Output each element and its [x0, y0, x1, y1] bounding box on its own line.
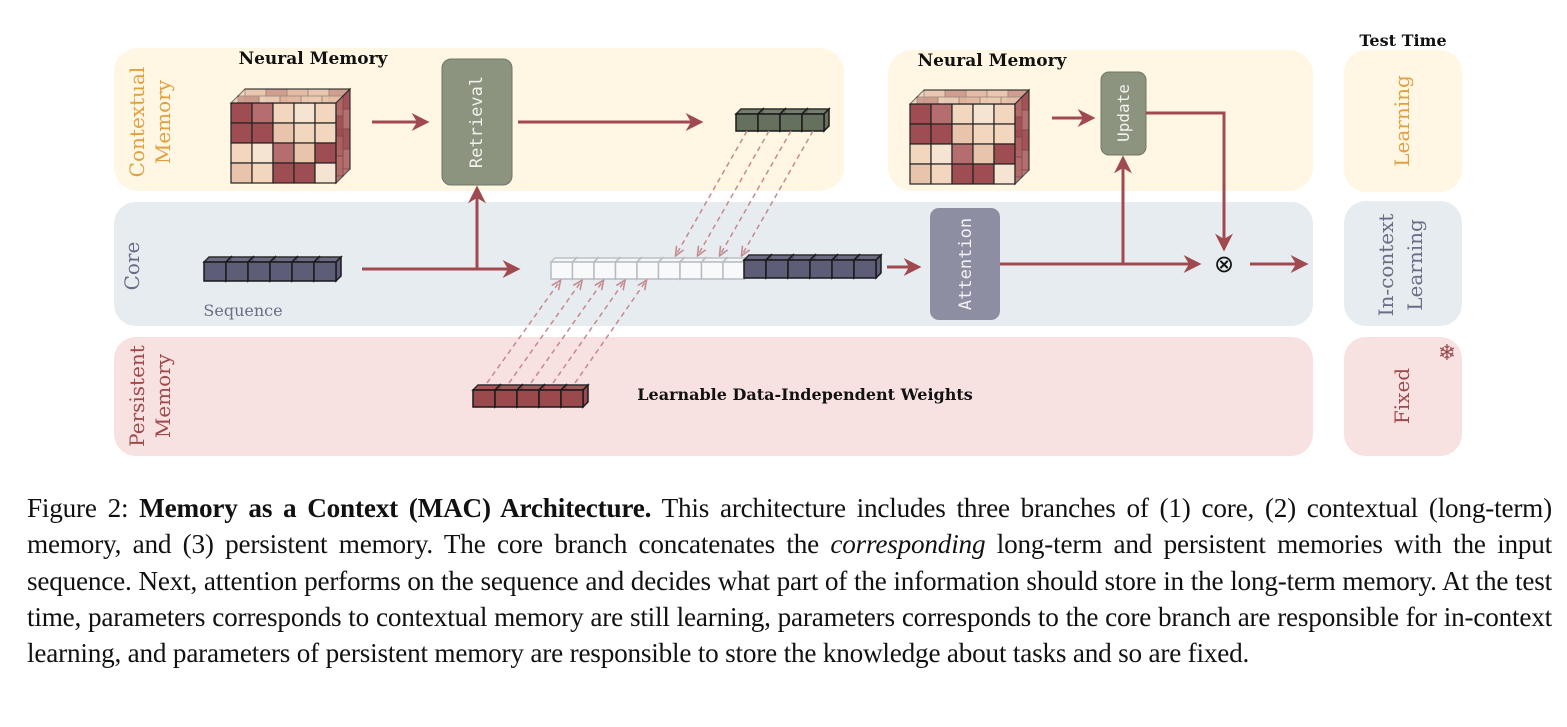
- caption-body-1: This architecture includes three branche…: [27, 493, 1552, 560]
- memory-token: [800, 107, 831, 133]
- memory-cell: [272, 102, 295, 124]
- memory-cell: [314, 102, 337, 124]
- memory-cell: [230, 162, 253, 184]
- caption-prefix: Figure 2:: [27, 493, 140, 523]
- memory-cell: [972, 163, 995, 185]
- memory-cell: [993, 123, 1016, 145]
- attention-block: Attention: [930, 208, 1000, 320]
- persistent-memory-panel: [114, 337, 1313, 456]
- memory-cell: [951, 123, 974, 145]
- memory-cell: [993, 163, 1016, 185]
- retrieval-label: Retrieval: [467, 76, 487, 168]
- core-label: Core: [120, 242, 144, 291]
- memory-cell: [909, 163, 932, 185]
- dashed-arrow-memory-to-slot: [742, 130, 814, 255]
- memory-cell: [251, 122, 274, 144]
- concatenated-slot-tokens: [549, 256, 751, 281]
- memory-cell: [272, 162, 295, 184]
- neural-memory-right-cube: [908, 88, 1031, 186]
- neural-memory-left-cube: [229, 87, 352, 185]
- combine-operator-icon: ⊗: [1214, 250, 1234, 278]
- test-time-header: Test Time: [1359, 31, 1446, 50]
- memory-cell: [230, 142, 253, 164]
- memory-cell: [293, 162, 316, 184]
- update-label: Update: [1114, 84, 1133, 142]
- memory-cell: [909, 123, 932, 145]
- learning-label: Learning: [1390, 75, 1414, 167]
- figure-caption: Figure 2: Memory as a Context (MAC) Arch…: [27, 490, 1552, 671]
- concatenated-sequence-tokens: [742, 253, 883, 280]
- sequence-token: [312, 255, 343, 283]
- memory-cell: [314, 122, 337, 144]
- memory-cell: [951, 103, 974, 125]
- memory-cell: [314, 142, 337, 164]
- input-sequence-tokens: [202, 255, 343, 283]
- snowflake-icon: ❄: [1438, 340, 1456, 365]
- svg-text:Memory: Memory: [151, 353, 175, 438]
- sequence-token: [852, 253, 883, 280]
- memory-cell: [951, 163, 974, 185]
- dashed-arrow-persistent-to-slot: [530, 281, 603, 384]
- neural-memory-left-label: Neural Memory: [239, 49, 389, 69]
- memory-cell: [972, 103, 995, 125]
- memory-cell: [251, 102, 274, 124]
- memory-cell: [230, 102, 253, 124]
- fixed-label: Fixed: [1390, 368, 1414, 424]
- dashed-arrow-memory-to-slot: [676, 130, 748, 255]
- in-context-learning-panel: [1344, 201, 1462, 326]
- neural-memory-right-label: Neural Memory: [918, 51, 1068, 71]
- memory-cell: [272, 122, 295, 144]
- dashed-arrow-persistent-to-slot: [508, 281, 582, 384]
- memory-cell: [293, 122, 316, 144]
- memory-cell: [930, 103, 953, 125]
- persistent-token: [559, 383, 590, 409]
- mac-architecture-diagram: Test Time Contextual Memory Core Persist…: [114, 31, 1462, 456]
- persistent-memory-tokens: [471, 383, 590, 409]
- memory-cell: [972, 123, 995, 145]
- memory-cell: [293, 102, 316, 124]
- retrieved-memory-tokens: [734, 107, 831, 133]
- memory-cell: [972, 143, 995, 165]
- memory-cell: [909, 103, 932, 125]
- persistent-memory-label: Persistent Memory: [125, 345, 175, 447]
- memory-cell: [272, 142, 295, 164]
- dashed-copy-arrows: [486, 130, 814, 384]
- memory-cell: [951, 143, 974, 165]
- retrieval-block: Retrieval: [441, 58, 513, 186]
- memory-cell: [251, 162, 274, 184]
- memory-cell: [909, 143, 932, 165]
- update-block: Update: [1100, 71, 1147, 156]
- contextual-memory-label: Contextual Memory: [125, 67, 175, 178]
- caption-body-2: long-term and persistent memories with t…: [27, 529, 1552, 669]
- in-context-learning-label: In-context Learning: [1374, 214, 1427, 317]
- memory-cell: [293, 142, 316, 164]
- learning-panel: [1344, 50, 1462, 192]
- dashed-arrow-persistent-to-slot: [552, 281, 625, 384]
- svg-text:In-context: In-context: [1374, 214, 1398, 317]
- sequence-label: Sequence: [203, 301, 282, 320]
- memory-cell: [930, 143, 953, 165]
- arrow-update-to-combine: [1146, 111, 1233, 252]
- memory-cell: [993, 143, 1016, 165]
- memory-cell: [230, 122, 253, 144]
- dashed-arrow-memory-to-slot: [720, 130, 792, 255]
- dashed-arrow-memory-to-slot: [698, 130, 770, 255]
- memory-cell: [930, 123, 953, 145]
- svg-text:Contextual: Contextual: [125, 67, 149, 178]
- svg-text:Persistent: Persistent: [125, 345, 149, 447]
- memory-cell: [251, 142, 274, 164]
- dashed-arrow-persistent-to-slot: [486, 281, 560, 384]
- fixed-panel: [1344, 337, 1462, 456]
- persistent-weights-label: Learnable Data-Independent Weights: [637, 385, 972, 404]
- svg-text:Memory: Memory: [151, 79, 175, 164]
- memory-cell: [993, 103, 1016, 125]
- svg-text:Learning: Learning: [1403, 219, 1427, 311]
- memory-cell: [930, 163, 953, 185]
- caption-title: Memory as a Context (MAC) Architecture.: [139, 493, 652, 523]
- caption-emphasis: corresponding: [830, 529, 986, 560]
- attention-label: Attention: [956, 218, 976, 310]
- dashed-arrow-persistent-to-slot: [574, 281, 646, 384]
- memory-cell: [314, 162, 337, 184]
